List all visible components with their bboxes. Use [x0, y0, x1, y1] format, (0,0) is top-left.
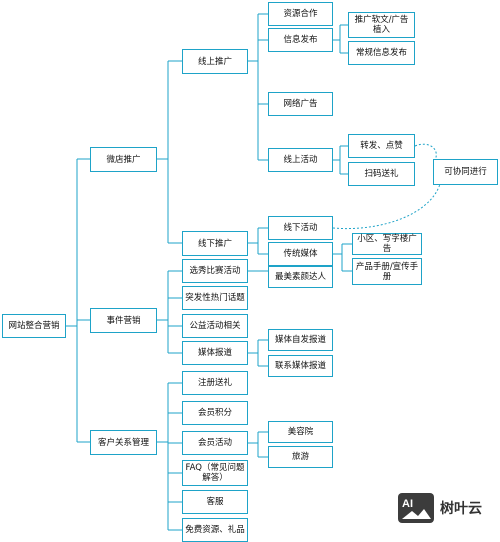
- node-network-ad: 网络广告: [268, 92, 333, 116]
- node-crm: 客户关系管理: [90, 430, 157, 455]
- node-contest: 选秀比赛活动: [182, 259, 248, 283]
- node-info: 信息发布: [268, 28, 333, 52]
- node-resources: 资源合作: [268, 2, 333, 26]
- node-weidian: 微店推广: [90, 147, 157, 172]
- node-member-activity: 会员活动: [182, 431, 248, 455]
- node-traditional-media: 传统媒体: [268, 242, 333, 266]
- node-event: 事件营销: [90, 308, 157, 333]
- watermark-text: 树叶云: [440, 501, 482, 517]
- node-soft-ad: 推广软文/广告植入: [348, 12, 415, 38]
- node-media-contact: 联系媒体报道: [268, 355, 333, 377]
- node-regular-info: 常规信息发布: [348, 41, 415, 65]
- node-free: 免费资源、礼品: [182, 518, 248, 542]
- image-icon: AI: [402, 498, 431, 519]
- node-media-self: 媒体自发报道: [268, 329, 333, 351]
- node-root: 网站整合营销: [2, 314, 66, 338]
- node-points: 会员积分: [182, 401, 248, 425]
- node-scan-gift: 扫码送礼: [348, 162, 415, 186]
- node-online: 线上推广: [182, 49, 248, 74]
- node-service: 客服: [182, 490, 248, 514]
- node-offline-activity: 线下活动: [268, 216, 333, 240]
- node-manual: 产品手册/宣传手册: [352, 258, 422, 285]
- node-building-ad: 小区、写字楼广告: [352, 233, 422, 255]
- node-forward-like: 转发、点赞: [348, 134, 415, 158]
- node-media-report: 媒体报道: [182, 341, 248, 365]
- node-offline: 线下推广: [182, 231, 248, 256]
- node-travel: 旅游: [268, 446, 333, 468]
- watermark: AI 树叶云: [398, 493, 482, 523]
- node-salon: 美容院: [268, 421, 333, 443]
- node-faq: FAQ（常见问题解答）: [182, 460, 248, 486]
- node-online-activity: 线上活动: [268, 148, 333, 172]
- node-hot-topic: 突发性热门话题: [182, 286, 248, 310]
- collab-dotted-lines: [332, 143, 441, 230]
- node-collab-note: 可协同进行: [433, 159, 498, 185]
- watermark-logo: AI: [398, 493, 434, 523]
- node-register: 注册送礼: [182, 371, 248, 395]
- node-beauty: 最美素颜达人: [268, 266, 333, 288]
- svg-text:AI: AI: [402, 498, 413, 510]
- node-charity: 公益活动相关: [182, 314, 248, 338]
